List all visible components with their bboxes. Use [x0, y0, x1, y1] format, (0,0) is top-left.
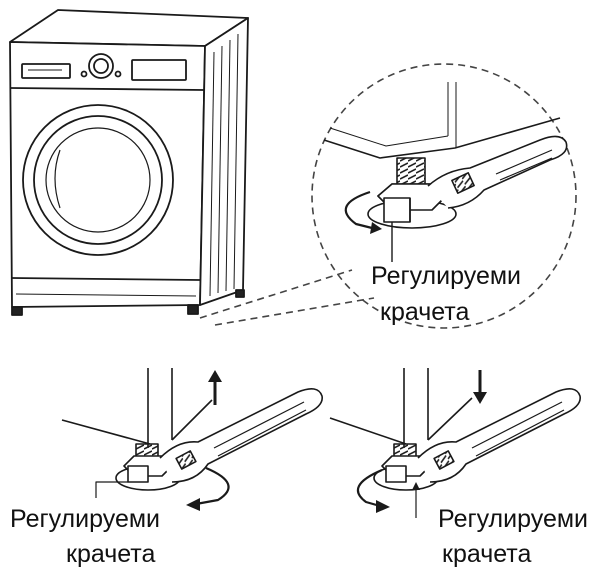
zoom-callout	[199, 63, 577, 329]
machine-foot-right	[187, 304, 199, 315]
zoom-foot-detail	[323, 82, 568, 262]
machine-foot-left	[11, 306, 23, 316]
washing-machine	[9, 9, 249, 316]
zoom-feet-label-line2: крачета	[380, 298, 470, 326]
left-feet-label-line1: Регулируеми	[10, 505, 160, 533]
left-feet-label-line2: крачета	[66, 540, 156, 568]
program-knob-icon	[88, 53, 114, 79]
door-outer-ring	[22, 104, 174, 256]
zoom-feet-label-line1: Регулируеми	[371, 262, 521, 290]
foot-raise-detail	[61, 368, 323, 511]
right-feet-label-line1: Регулируеми	[438, 505, 588, 533]
foot-lower-detail	[329, 368, 581, 518]
right-feet-label-line2: крачета	[442, 540, 532, 568]
